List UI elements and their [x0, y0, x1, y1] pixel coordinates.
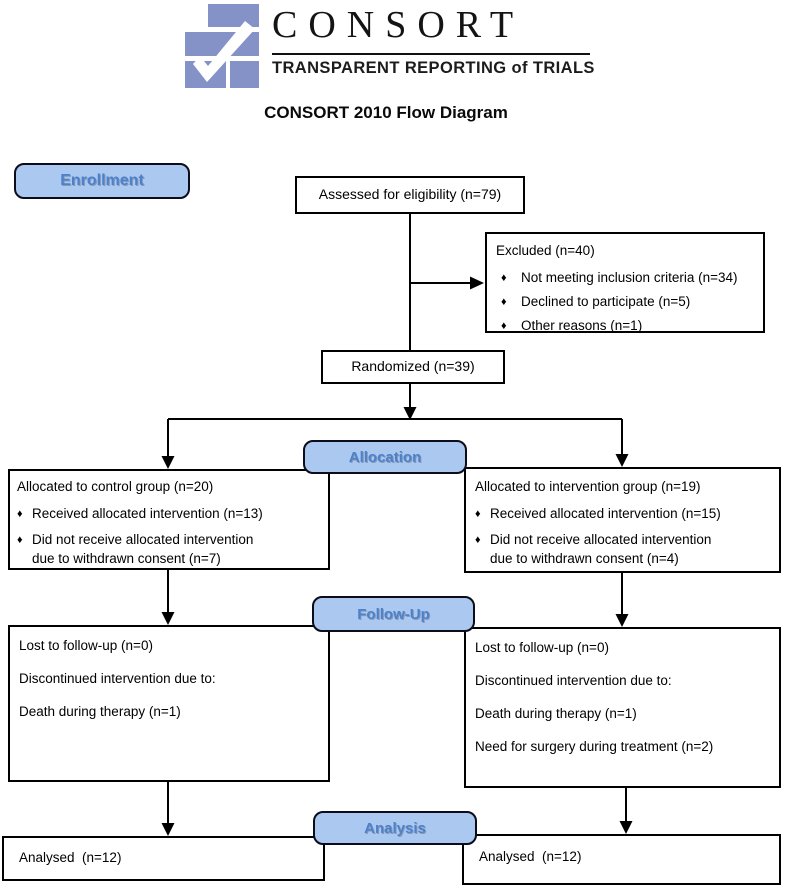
allocation-item-line: Did not receive allocated intervention [490, 531, 712, 547]
diamond-bullet-icon: ♦ [17, 507, 23, 520]
allocation-item: Did not receive allocated intervention d… [490, 531, 775, 569]
diagram-title: CONSORT 2010 Flow Diagram [264, 103, 508, 122]
allocation-list: ♦ Received allocated intervention (n=13)… [17, 505, 324, 569]
box-analysed-control: Analysed (n=12) [2, 836, 325, 881]
list-item: ♦ Declined to participate (n=5) [496, 293, 759, 312]
excluded-item: Declined to participate (n=5) [521, 293, 691, 309]
followup-line: Lost to follow-up (n=0) [19, 638, 153, 653]
analysed-text: Analysed (n=12) [479, 849, 582, 864]
list-item: ♦ Other reasons (n=1) [496, 317, 759, 336]
stage-label-analysis: Analysis [313, 811, 477, 845]
list-item: ♦ Received allocated intervention (n=15) [475, 505, 775, 524]
allocation-item-line: due to withdrawn consent (n=7) [32, 550, 221, 566]
followup-line: Lost to follow-up (n=0) [475, 640, 609, 655]
box-excluded: Excluded (n=40) ♦ Not meeting inclusion … [485, 232, 765, 333]
consort-tagline: TRANSPARENT REPORTING of TRIALS [272, 59, 595, 77]
list-item: ♦ Did not receive allocated intervention… [17, 531, 324, 569]
stage-label-enrollment: Enrollment [14, 163, 190, 199]
list-item: ♦ Did not receive allocated intervention… [475, 531, 775, 569]
allocation-title: Allocated to intervention group (n=19) [475, 479, 701, 494]
box-allocated-intervention: Allocated to intervention group (n=19) ♦… [464, 467, 781, 573]
excluded-item: Not meeting inclusion criteria (n=34) [521, 269, 738, 285]
followup-line: Death during therapy (n=1) [475, 705, 637, 721]
consort-wordmark: CONSORT [272, 4, 525, 46]
allocation-list: ♦ Received allocated intervention (n=15)… [475, 505, 775, 569]
diamond-bullet-icon: ♦ [475, 507, 481, 520]
followup-line: Discontinued intervention due to: [19, 670, 216, 686]
analysed-text: Analysed (n=12) [19, 850, 122, 865]
allocation-item-line: Did not receive allocated intervention [32, 531, 254, 547]
stage-label-followup: Follow-Up [312, 596, 475, 632]
excluded-item: Other reasons (n=1) [521, 317, 643, 333]
allocation-item: Received allocated intervention (n=15) [490, 505, 721, 521]
box-assessed-eligibility: Assessed for eligibility (n=79) [295, 176, 525, 214]
excluded-list: ♦ Not meeting inclusion criteria (n=34) … [496, 269, 759, 336]
followup-line: Death during therapy (n=1) [19, 703, 181, 719]
followup-line: Discontinued intervention due to: [475, 672, 672, 688]
allocation-title: Allocated to control group (n=20) [17, 479, 214, 494]
box-allocated-control: Allocated to control group (n=20) ♦ Rece… [8, 469, 330, 570]
diamond-bullet-icon: ♦ [501, 295, 507, 308]
randomized-text: Randomized (n=39) [351, 358, 475, 375]
diamond-bullet-icon: ♦ [501, 319, 507, 332]
excluded-title: Excluded (n=40) [496, 243, 595, 258]
box-analysed-intervention: Analysed (n=12) [462, 834, 781, 885]
box-followup-control: Lost to follow-up (n=0) Discontinued int… [8, 625, 330, 782]
followup-line: Need for surgery during treatment (n=2) [475, 738, 714, 754]
allocation-item: Did not receive allocated intervention d… [32, 531, 324, 569]
box-randomized: Randomized (n=39) [321, 350, 505, 384]
diamond-bullet-icon: ♦ [501, 271, 507, 284]
list-item: ♦ Received allocated intervention (n=13) [17, 505, 324, 524]
diamond-bullet-icon: ♦ [475, 533, 481, 546]
consort-logo-icon [185, 4, 259, 88]
diamond-bullet-icon: ♦ [17, 533, 23, 546]
wordmark-underline [272, 53, 590, 55]
allocation-item-line: due to withdrawn consent (n=4) [490, 550, 679, 566]
stage-label-allocation: Allocation [303, 440, 467, 474]
assessed-text: Assessed for eligibility (n=79) [318, 186, 502, 203]
box-followup-intervention: Lost to follow-up (n=0) Discontinued int… [464, 627, 781, 788]
allocation-item: Received allocated intervention (n=13) [32, 505, 263, 521]
list-item: ♦ Not meeting inclusion criteria (n=34) [496, 269, 759, 288]
